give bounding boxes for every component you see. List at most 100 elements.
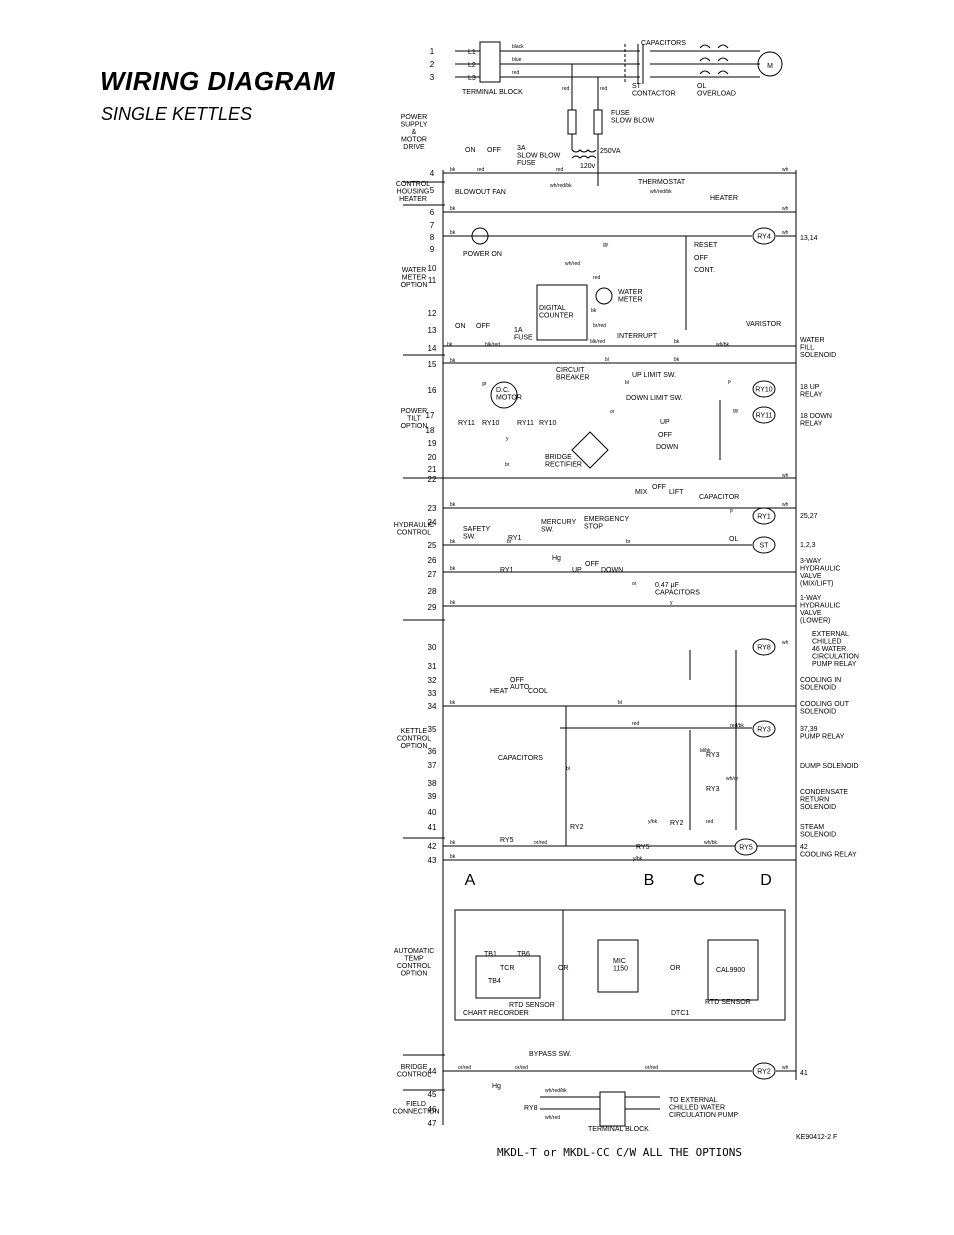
row-number: 14	[428, 344, 437, 353]
label-cal9900: CAL9900	[716, 967, 745, 974]
label-rtd-sensor: RTD SENSOR	[509, 1002, 555, 1009]
right-label-r39: SOLENOID	[800, 804, 836, 811]
label-kettle-capacitors: CAPACITORS	[498, 755, 543, 762]
relay-coil-label: RY11	[756, 413, 773, 420]
row-number: 27	[428, 570, 437, 579]
wire-label: bl	[618, 700, 622, 706]
wire-label: red	[556, 167, 563, 173]
label-off-6: OFF	[510, 677, 524, 684]
wire-label: red	[477, 167, 484, 173]
row-number: 39	[428, 792, 437, 801]
label-mercury-sw: SW.	[541, 527, 554, 534]
right-label-r42: 42	[800, 844, 808, 851]
row-number: 11	[428, 276, 437, 285]
wire-label: bk	[450, 854, 456, 860]
label-dc-motor: MOTOR	[496, 395, 522, 402]
label-to-external: CHILLED WATER	[669, 1105, 725, 1112]
right-label-r30: 46 WATER	[812, 646, 846, 653]
wire-label: bk	[674, 339, 680, 345]
right-label-r30: EXTERNAL	[812, 631, 849, 638]
relay-coil-ry8	[752, 638, 776, 656]
section-label-power: SUPPLY	[400, 122, 427, 129]
label-st-contactor: CONTACTOR	[632, 91, 676, 98]
label-bypass-sw: BYPASS SW.	[529, 1051, 571, 1058]
label-l3: L3	[468, 75, 476, 82]
right-label-r29: VALVE	[800, 610, 822, 617]
label-fuse-1a: 1A	[514, 327, 523, 334]
row-numbers: 1234567891011121314151617181920212223242…	[426, 47, 437, 1128]
right-label-r16: 18 UP	[800, 384, 820, 391]
right-label-r29: (LOWER)	[800, 618, 830, 625]
section-label-housing: CONTROL	[396, 181, 430, 188]
label-ry2-b: RY2	[570, 824, 584, 831]
label-ry1: RY1	[508, 535, 522, 542]
label-ry5-b: RY5	[500, 837, 514, 844]
row-number: 21	[428, 465, 437, 474]
row-number: 7	[430, 221, 435, 230]
right-label-r17: RELAY	[800, 421, 823, 428]
wire-label: blk/red	[485, 342, 500, 348]
label-varistor: VARISTOR	[746, 321, 781, 328]
section-label-kettle: CONTROL	[397, 736, 431, 743]
wire-label: wh/bk	[716, 342, 730, 348]
row-wires	[443, 172, 796, 1127]
right-label-r26: (MIX/LIFT)	[800, 581, 833, 588]
label-up-2: UP	[572, 567, 582, 574]
label-safety-sw: SW.	[463, 534, 476, 541]
label-tcr: TCR	[500, 965, 514, 972]
label-ol-overload: OL	[697, 83, 706, 90]
row-number: 44	[428, 1067, 437, 1076]
label-off: OFF	[487, 147, 501, 154]
label-ry5-c: RY5	[636, 844, 650, 851]
label-digital-counter: DIGITAL	[539, 305, 566, 312]
wire-label: blk/red	[590, 339, 605, 345]
label-l2: L2	[468, 62, 476, 69]
page-title: WIRING DIAGRAM	[100, 66, 336, 96]
section-label-hyd: HYDRAULIC	[394, 522, 434, 529]
label-water-meter: WATER	[618, 289, 643, 296]
section-label-meter: WATER	[402, 267, 427, 274]
label-ry1-b: RY1	[500, 567, 514, 574]
label-mercury-sw: MERCURY	[541, 519, 577, 526]
right-label-r26: HYDRAULIC	[800, 566, 840, 573]
row-number: 31	[428, 662, 437, 671]
terminal-block-2	[599, 1091, 626, 1127]
label-mix: MIX	[635, 489, 648, 496]
label-water-meter: METER	[618, 297, 643, 304]
section-label-temp: OPTION	[401, 971, 428, 978]
right-label-r29: HYDRAULIC	[800, 603, 840, 610]
label-lift: LIFT	[669, 489, 684, 496]
right-label-r35: 37,39	[800, 726, 818, 733]
row-number: 29	[428, 603, 437, 612]
wire-label: or	[610, 409, 615, 415]
right-label-r25: 1,2,3	[800, 542, 816, 549]
wire-label: or/red	[515, 1065, 528, 1071]
label-capacitors: CAPACITORS	[641, 40, 686, 47]
right-label-r34: SOLENOID	[800, 709, 836, 716]
label-terminal-block: TERMINAL BLOCK	[462, 89, 523, 96]
label-ry2-c: RY2	[670, 820, 684, 827]
wire-label: bk	[591, 308, 597, 314]
right-label-r44: 41	[800, 1070, 808, 1077]
section-label-tilt: OPTION	[401, 423, 428, 430]
relay-coil-ry1	[752, 507, 776, 525]
wire-label: red	[593, 275, 600, 281]
wire-label: wh/red	[545, 1115, 560, 1121]
right-label-r14: SOLENOID	[800, 352, 836, 359]
label-reset-off: OFF	[694, 255, 708, 262]
label-capacitor: CAPACITOR	[699, 494, 739, 501]
wire-label: br	[505, 462, 510, 468]
row-number: 18	[426, 426, 435, 435]
right-label-r17: 18 DOWN	[800, 413, 832, 420]
label-fuse-1a: FUSE	[514, 335, 533, 342]
right-label-r37: DUMP SOLENOID	[800, 763, 859, 770]
row-number: 34	[428, 702, 437, 711]
wire-label: wh	[782, 167, 789, 173]
wire-label: bk	[450, 840, 456, 846]
relay-coil-ry3	[752, 720, 776, 738]
wire-label: wh/red/bk	[545, 1088, 567, 1094]
digital-counter-box	[536, 284, 588, 341]
model-caption: MKDL-T or MKDL-CC C/W ALL THE OPTIONS	[497, 1146, 742, 1159]
